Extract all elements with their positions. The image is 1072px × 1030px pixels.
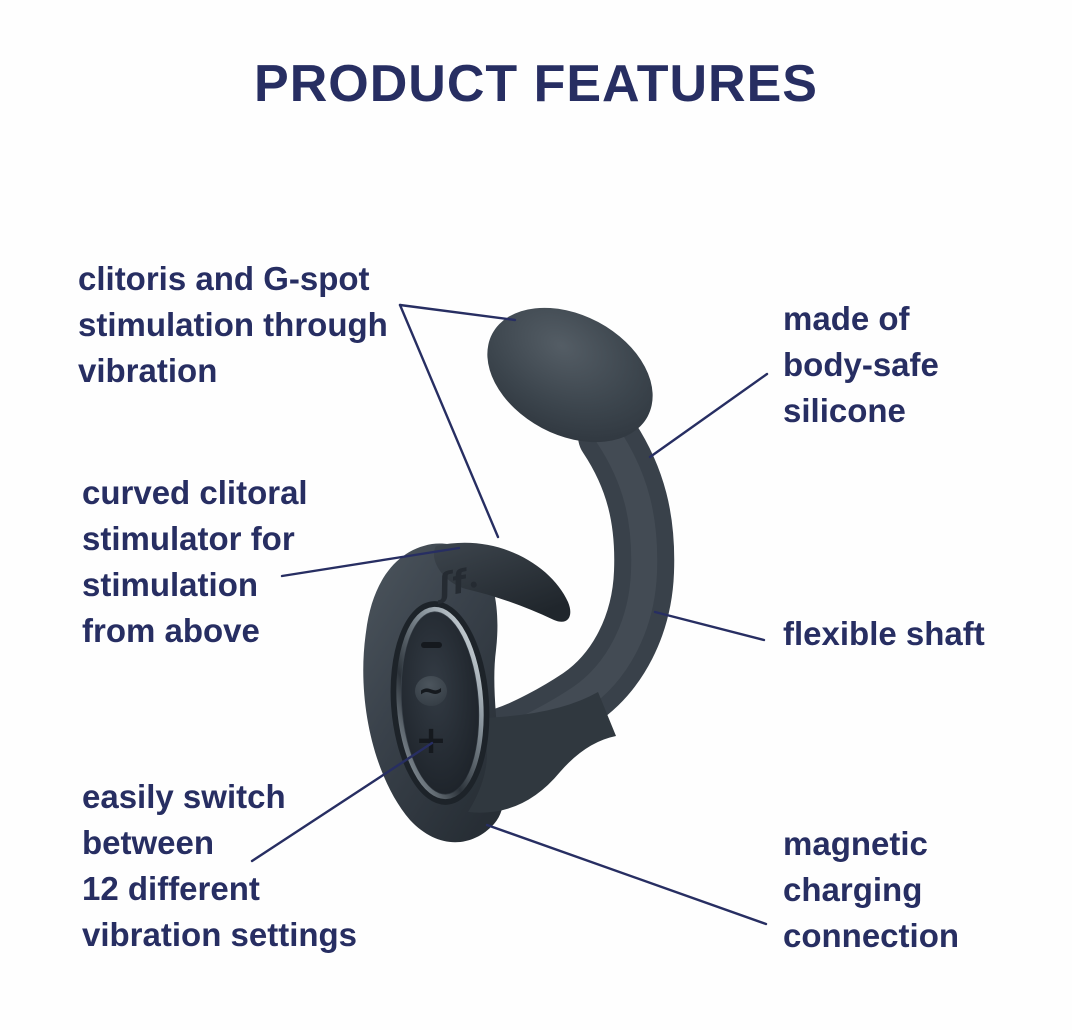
clitoral-arm-shape: [433, 542, 571, 622]
feature-label-body-safe-silicone: made of body-safe silicone: [783, 296, 939, 434]
page-title: PRODUCT FEATURES: [254, 55, 818, 113]
callout-line-curved-stimulator: [280, 546, 461, 578]
callout-line-flexible-shaft: [653, 610, 766, 642]
feature-label-vibration-settings: easily switch between 12 different vibra…: [82, 774, 357, 958]
feature-line: silicone: [783, 392, 906, 429]
feature-line: stimulator for: [82, 520, 295, 557]
feature-line: vibration: [78, 352, 218, 389]
feature-line: from above: [82, 612, 260, 649]
shaft-shape: [475, 307, 675, 767]
feature-line: clitoris and G-spot: [78, 260, 370, 297]
feature-label-clitoris-gspot: clitoris and G-spot stimulation through …: [78, 256, 388, 394]
callout-line-clitoris-arm: [398, 303, 500, 539]
feature-line: stimulation: [82, 566, 259, 603]
feature-label-magnetic-charging: magnetic charging connection: [783, 821, 959, 959]
gspot-head-shape: [487, 307, 653, 443]
feature-line: curved clitoral: [82, 474, 308, 511]
feature-label-flexible-shaft: flexible shaft: [783, 611, 985, 657]
callout-line-clitoris-tip: [398, 303, 517, 322]
feature-line: connection: [783, 917, 960, 954]
feature-line: body-safe: [783, 346, 939, 383]
callout-line-vibration-settings: [250, 741, 434, 863]
callout-line-silicone: [648, 372, 769, 459]
feature-line: vibration settings: [82, 916, 358, 953]
plus-button-icon: +: [415, 718, 447, 762]
feature-line: easily switch: [82, 778, 286, 815]
feature-line: flexible shaft: [783, 615, 985, 652]
feature-line: between: [82, 824, 215, 861]
feature-line: magnetic: [783, 825, 928, 862]
minus-button-icon: [421, 642, 442, 648]
base-junction-shape: [468, 692, 616, 813]
callout-lines: [250, 303, 769, 926]
feature-line: charging: [783, 871, 923, 908]
feature-label-curved-stimulator: curved clitoral stimulator for stimulati…: [82, 470, 308, 654]
callout-line-magnetic-charging: [485, 823, 768, 926]
feature-line: stimulation through: [78, 306, 388, 343]
feature-line: 12 different: [82, 870, 260, 907]
feature-line: made of: [783, 300, 910, 337]
wave-button-icon: ~: [415, 671, 447, 709]
svg-text:~: ~: [418, 671, 445, 709]
